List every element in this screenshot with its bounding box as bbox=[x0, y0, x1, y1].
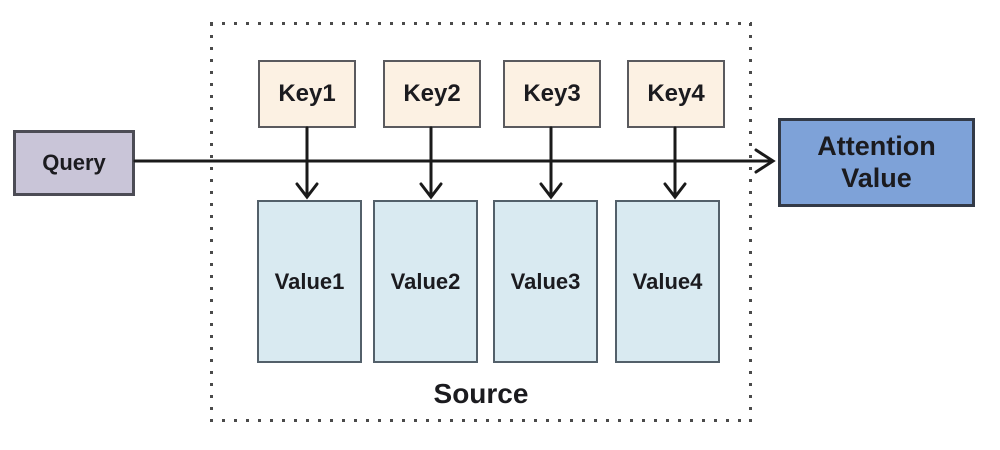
value3-label: Value3 bbox=[510, 268, 581, 294]
value4-label: Value4 bbox=[632, 268, 703, 294]
key3-node: Key3 bbox=[503, 60, 601, 128]
value1-node: Value1 bbox=[257, 200, 362, 363]
key2-label: Key2 bbox=[403, 80, 461, 107]
source-label: Source bbox=[433, 378, 529, 409]
key4-label: Key4 bbox=[647, 80, 705, 107]
value3-node: Value3 bbox=[493, 200, 598, 363]
value4-node: Value4 bbox=[615, 200, 720, 363]
key1-node: Key1 bbox=[258, 60, 356, 128]
key2-node: Key2 bbox=[383, 60, 481, 128]
attention-value-label-line1: Attention bbox=[817, 131, 936, 162]
key4-node: Key4 bbox=[627, 60, 725, 128]
query-label: Query bbox=[42, 150, 106, 175]
value1-label: Value1 bbox=[274, 268, 345, 294]
query-node: Query bbox=[13, 130, 135, 196]
value2-node: Value2 bbox=[373, 200, 478, 363]
key1-label: Key1 bbox=[278, 80, 336, 107]
value2-label: Value2 bbox=[390, 268, 461, 294]
attention-value-label-line2: Value bbox=[841, 162, 912, 193]
attention-value-node: Attention Value bbox=[778, 118, 975, 207]
key3-label: Key3 bbox=[523, 80, 581, 107]
